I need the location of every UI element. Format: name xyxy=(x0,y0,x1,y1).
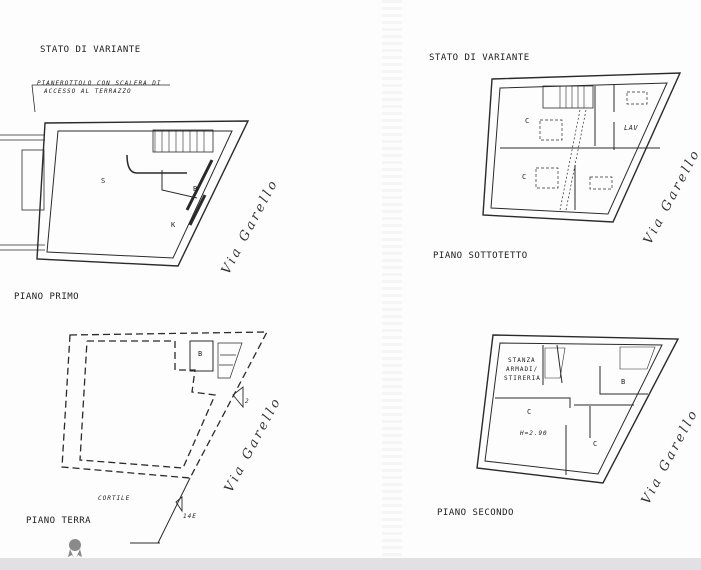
room-label: B xyxy=(193,185,198,193)
bottom-bar xyxy=(0,558,701,570)
plan-piano-terra xyxy=(61,331,269,479)
entrance-number: 14E xyxy=(183,513,197,520)
plan-piano-sottotetto xyxy=(482,72,682,223)
room-label-stanza: STANZA xyxy=(508,357,536,364)
title-stato-di-variante-2: STATO DI VARIANTE xyxy=(429,53,530,63)
plan-piano-secondo xyxy=(476,334,680,484)
entrance-number: 2 xyxy=(245,398,250,405)
room-label: C xyxy=(522,173,527,181)
room-label: LAV xyxy=(624,124,639,132)
room-label: C xyxy=(593,440,598,448)
height-note: H=2.90 xyxy=(520,430,548,437)
floor-label-terra: PIANO TERRA xyxy=(26,516,92,526)
room-label: S xyxy=(101,177,106,185)
scan-fold xyxy=(382,0,402,558)
room-label-armadi: ARMADI/ xyxy=(506,366,539,373)
floor-label-secondo: PIANO SECONDO xyxy=(437,508,514,518)
plan-piano-terra-solid xyxy=(130,340,244,544)
floor-label-primo: PIANO PRIMO xyxy=(14,292,80,302)
courtyard-label: CORTILE xyxy=(98,495,131,502)
room-label: B xyxy=(621,378,626,386)
floor-plans-drawing xyxy=(0,72,682,544)
room-label: K xyxy=(171,221,176,229)
seal-icon xyxy=(68,539,82,558)
room-label: B xyxy=(198,350,203,358)
room-label: C xyxy=(525,117,530,125)
note-pianerottolo: PIANEROTTOLO CON SCALERA DI xyxy=(37,80,162,87)
floor-label-sottotetto: PIANO SOTTOTETTO xyxy=(433,251,528,261)
note-accesso: ACCESSO AL TERRAZZO xyxy=(44,88,132,95)
plan-piano-primo xyxy=(0,84,250,267)
room-label-stireria: STIRERIA xyxy=(504,375,541,382)
room-label: C xyxy=(527,408,532,416)
title-stato-di-variante-1: STATO DI VARIANTE xyxy=(40,45,141,55)
